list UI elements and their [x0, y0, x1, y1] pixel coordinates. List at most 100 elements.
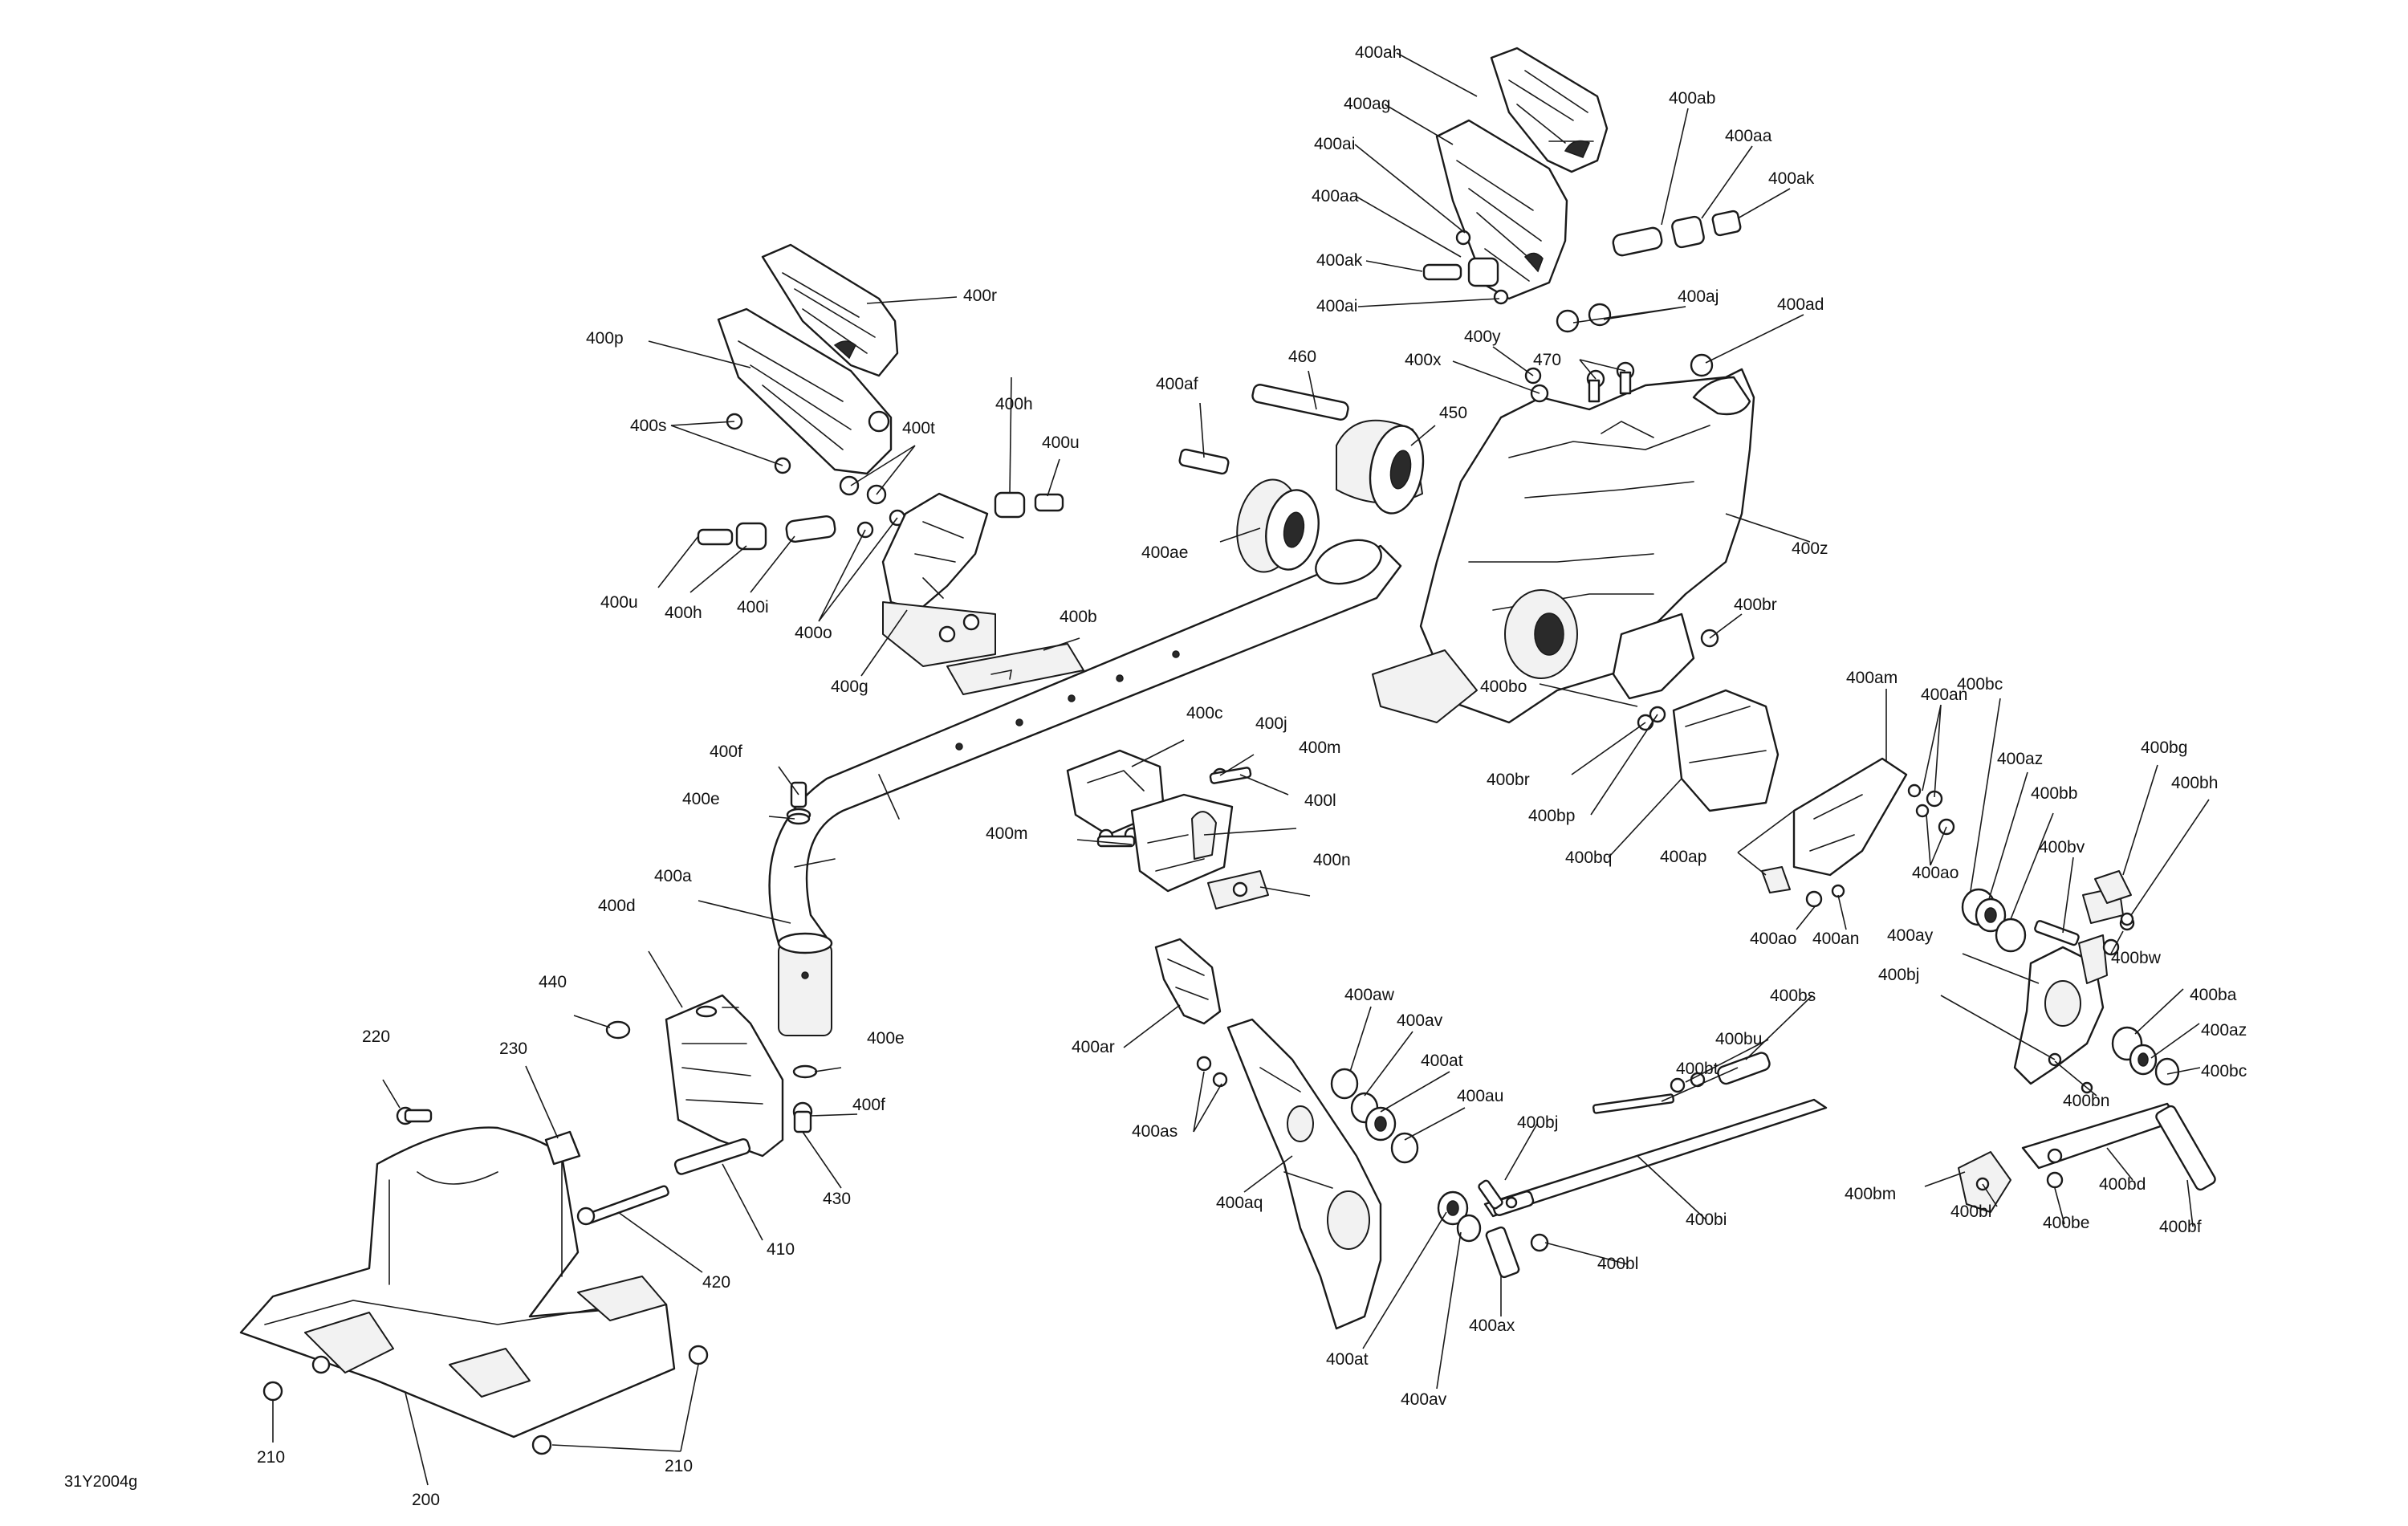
callout-label: 400bo [1480, 678, 1527, 696]
brake-rod-400bi [1478, 1098, 1828, 1252]
callout-label: 400d [598, 897, 636, 915]
footpeg-pad-upper-left [761, 243, 899, 377]
callout-label: 400bf [2159, 1218, 2202, 1236]
callout-label: 400ar [1072, 1038, 1115, 1056]
callout-label: 400ai [1316, 297, 1357, 315]
callout-label: 400ad [1777, 295, 1824, 314]
callout-label: 400e [867, 1029, 905, 1048]
callout-label: 400bs [1770, 987, 1816, 1005]
callout-label: 400n [1313, 851, 1351, 869]
callout-label: 400an [1921, 686, 1967, 704]
callout-label: 400f [710, 743, 742, 761]
callout-label: 420 [702, 1273, 730, 1292]
lever-400bd-and-bolt-400bf [2021, 1102, 2216, 1191]
callout-label: 400bc [1957, 675, 2003, 694]
spacer-410-and-bolt-420 [576, 1137, 751, 1226]
callout-label: 400bj [1517, 1113, 1558, 1132]
bearings-400bc-400az-400bb [1961, 888, 2180, 1086]
figure-id: 31Y2004g [64, 1473, 137, 1491]
footpeg-pad-upper-right [1490, 47, 1609, 173]
callout-label: 400as [1132, 1122, 1178, 1141]
callout-label: 400bu [1715, 1030, 1762, 1048]
bracket-400am [1761, 757, 1955, 908]
callout-label: 400ak [1316, 251, 1363, 270]
pedal-arm-400ay [2013, 886, 2135, 1094]
callout-label: 400aa [1312, 187, 1359, 206]
callout-label: 400aw [1344, 986, 1395, 1004]
callout-label: 400bg [2141, 739, 2187, 757]
callout-label: 400aq [1216, 1194, 1263, 1212]
bracket-400l [1096, 793, 1269, 909]
callout-label: 400b [1060, 608, 1097, 626]
callout-label: 400bl [1950, 1202, 1991, 1221]
callout-label: 400m [1299, 739, 1341, 757]
switch-400bg [2094, 870, 2134, 926]
callout-label: 400az [1997, 750, 2043, 768]
callout-label: 400aj [1678, 287, 1719, 306]
main-frame-tube-400a [768, 539, 1402, 1036]
pedal-pad-400ar [1154, 938, 1222, 1025]
part-drawings [239, 47, 2216, 1455]
cover-400bq [1672, 689, 1780, 812]
callout-label: 400au [1457, 1087, 1503, 1105]
pedal-bracket-housing-400z [1372, 368, 1755, 724]
callout-label: 400bw [2111, 949, 2162, 967]
leader-lines [272, 52, 2210, 1486]
callout-label: 400bd [2099, 1175, 2146, 1194]
callout-label: 400g [831, 678, 868, 696]
callout-label: 400az [2201, 1021, 2247, 1040]
callout-label: 400ao [1912, 864, 1959, 882]
pin-and-bushings-left [697, 475, 1064, 551]
callout-label: 400h [995, 395, 1033, 413]
callout-label: 400y [1464, 328, 1501, 346]
callout-label: 400s [630, 417, 667, 435]
callout-label: 400ai [1314, 135, 1355, 153]
pin-and-bushings-right [1422, 210, 1742, 377]
callout-label: 400i [737, 598, 769, 617]
rod-end-and-link-400bs-400bu [1592, 1052, 1771, 1114]
bushings-400aw-400av-400at-400au [1330, 1068, 1520, 1279]
bushing-400ae [1178, 448, 1320, 573]
callout-label: 400bq [1565, 848, 1612, 867]
callout-label: 400bi [1686, 1211, 1727, 1229]
callout-label: 400ax [1469, 1316, 1515, 1335]
callout-label: 400z [1792, 539, 1828, 558]
callout-label: 400o [795, 624, 832, 642]
callout-label: 400br [1734, 596, 1777, 614]
callout-label: 450 [1439, 404, 1467, 422]
callout-label: 400e [682, 790, 720, 808]
callout-label: 400at [1326, 1350, 1369, 1369]
callout-label: 400be [2043, 1214, 2089, 1232]
bushing-450-and-bolt-460 [1251, 384, 1425, 515]
callout-label: 400am [1846, 669, 1898, 687]
lower-cover-200 [239, 1126, 676, 1439]
callout-label: 440 [539, 973, 567, 991]
callout-label: 400at [1421, 1052, 1463, 1070]
callout-label: 400ag [1344, 95, 1390, 113]
cover-fasteners [262, 1106, 709, 1455]
callout-label: 400bn [2063, 1092, 2109, 1110]
callout-label: 400ae [1141, 543, 1188, 562]
callout-label: 400ay [1887, 926, 1934, 945]
callout-label: 400ap [1660, 848, 1706, 866]
footpeg-pad-lower-right [1435, 119, 1568, 300]
callout-label: 410 [767, 1240, 795, 1259]
callout-label: 400ba [2190, 986, 2237, 1004]
callout-label: 400m [986, 824, 1028, 843]
plate-400bm [1958, 1151, 2011, 1213]
callout-label: 400bp [1528, 807, 1575, 825]
callout-label: 400ak [1768, 169, 1815, 188]
callout-label: 400bh [2171, 774, 2218, 792]
callout-label: 400l [1304, 791, 1336, 810]
callout-label: 400a [654, 867, 692, 885]
callout-label: 400av [1401, 1390, 1447, 1409]
callout-label: 400x [1405, 351, 1442, 369]
callout-label: 400bc [2201, 1062, 2247, 1080]
callout-label: 470 [1533, 351, 1561, 369]
callout-label: 400af [1156, 375, 1198, 393]
callout-label: 400bt [1676, 1060, 1719, 1078]
callout-label: 400c [1186, 704, 1223, 722]
callout-label: 400j [1255, 714, 1287, 733]
callout-label: 400aa [1725, 127, 1772, 145]
